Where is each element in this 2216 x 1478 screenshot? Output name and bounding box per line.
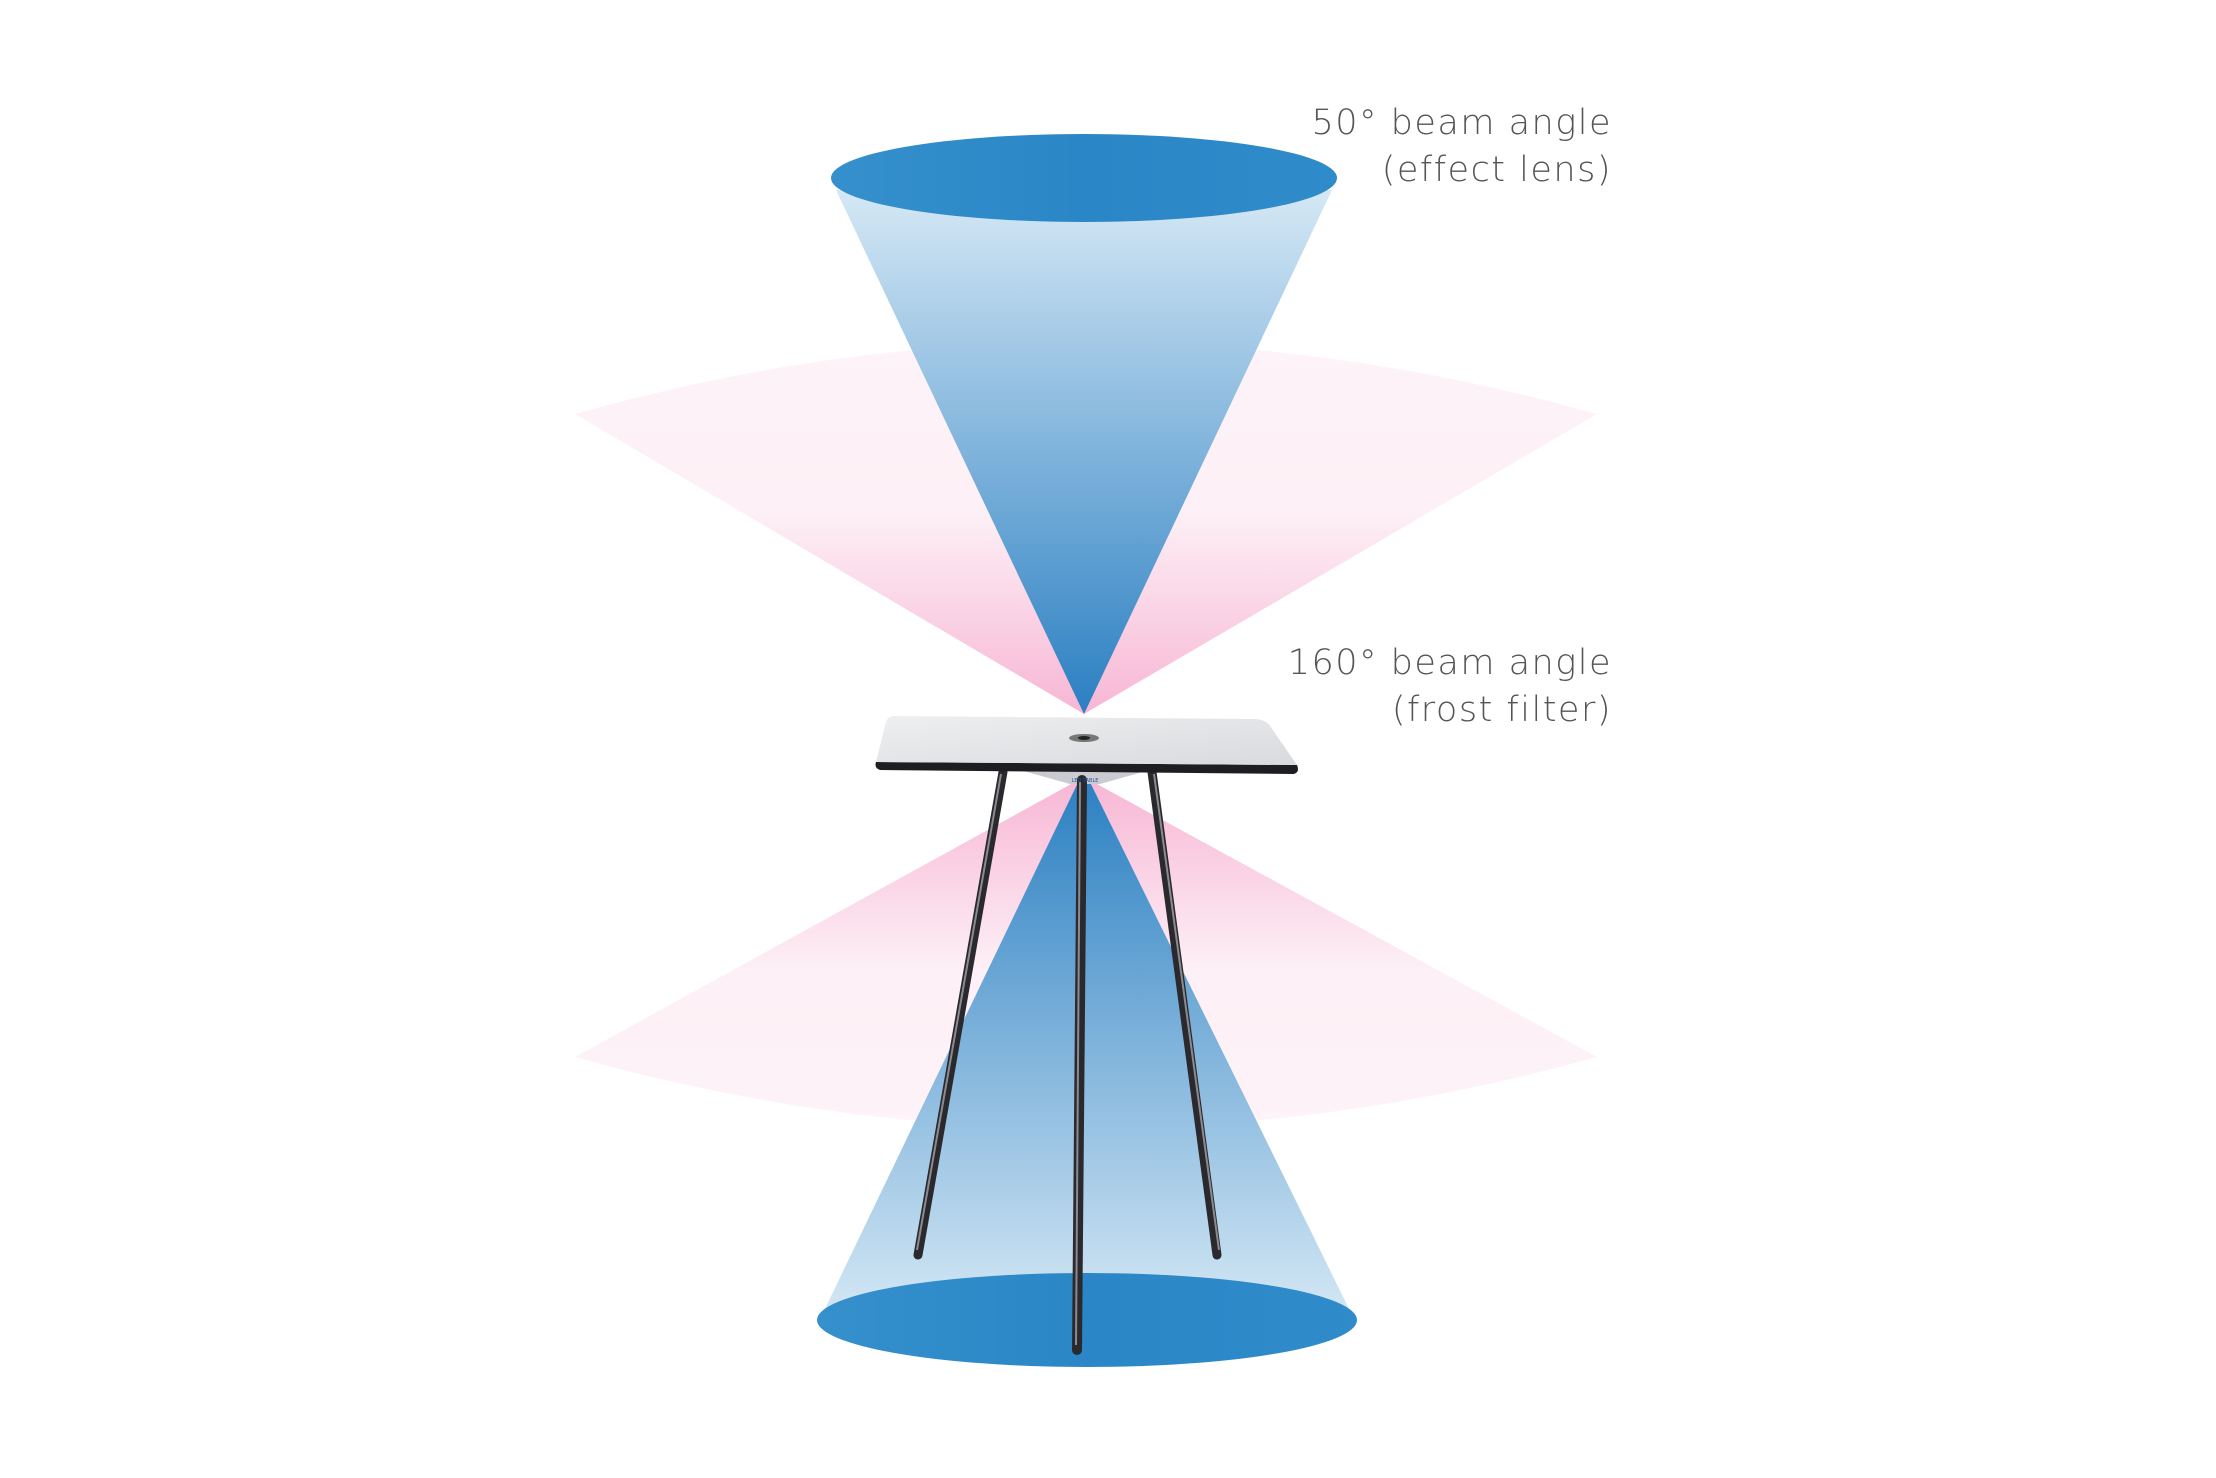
table-leg-left [913, 767, 1008, 1260]
wide-beam-note: (frost filter) [1391, 690, 1612, 730]
table-badge: LED TABLE [1072, 778, 1099, 784]
narrow-beam-label: 50° beam angle (effect lens) [1312, 100, 1612, 194]
narrow-beam-note: (effect lens) [1381, 150, 1612, 190]
narrow-beam-angle: 50° beam angle [1311, 103, 1612, 143]
table-edge [875, 762, 1298, 774]
led-table: LED TABLE [875, 716, 1298, 1355]
table-leg-right [1147, 767, 1222, 1260]
wide-beam-label: 160° beam angle (frost filter) [1288, 640, 1612, 734]
narrow-beam-upper [836, 190, 1332, 714]
lower-light-spot [817, 1273, 1357, 1367]
wide-beam-angle: 160° beam angle [1287, 643, 1612, 683]
upper-light-spot [831, 134, 1337, 222]
narrow-beam-lower [822, 770, 1352, 1315]
table-leg-center [1072, 775, 1087, 1355]
